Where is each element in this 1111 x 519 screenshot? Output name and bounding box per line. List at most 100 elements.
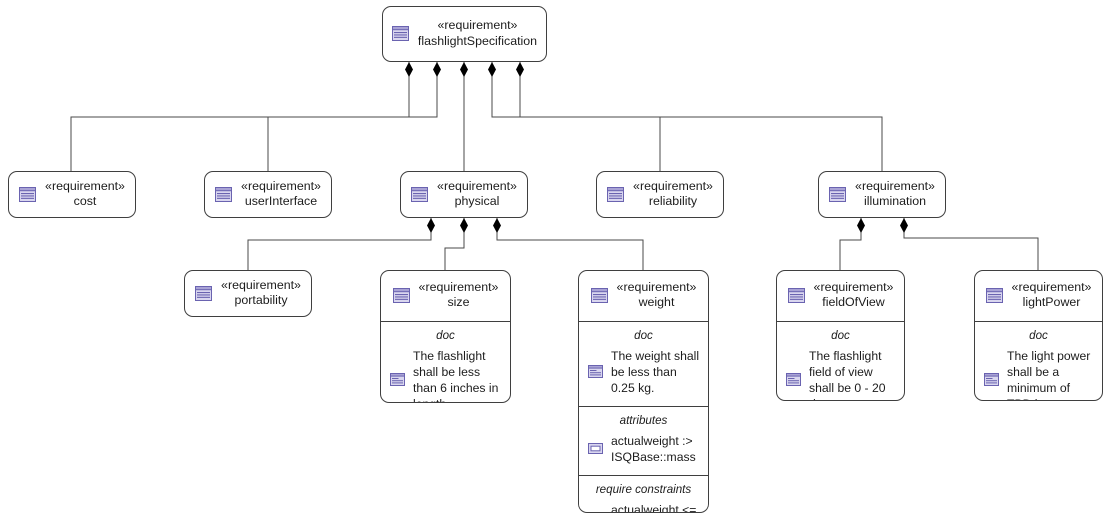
requirement-icon [411,186,429,202]
requirement-icon [19,186,37,202]
edge-root-illumination [519,62,883,171]
doc-compartment: doc The weight shall be less than 0.25 k… [579,320,708,406]
requirement-icon [590,287,608,303]
attribute-icon [588,443,603,455]
doc-text: The weight shall be less than 0.25 kg. [611,348,700,395]
diamond-illumination-lightPower [900,218,908,233]
edge-root-reliability [491,62,661,171]
doc-compartment-label: doc [634,328,653,342]
edge-physical-weight [496,218,644,270]
diamond-root-physical [460,62,468,77]
node-header: «requirement» reliability [597,172,723,217]
diamond-root-userInterface [433,62,441,77]
node-userInterface[interactable]: «requirement» userInterface [204,171,332,218]
node-size[interactable]: «requirement» size doc The flashlight sh… [380,270,511,403]
node-header: «requirement» size [381,271,510,321]
attribute-row: actualweight :> ISQBase::mass [579,433,708,475]
node-flashlightSpecification[interactable]: «requirement» flashlightSpecification [382,6,547,62]
node-stereotype: «requirement» [855,178,935,193]
doc-text: The light power shall be a minimum of TB… [1007,348,1091,401]
requirement-icon [391,26,409,41]
node-header: «requirement» physical [401,172,527,217]
node-name: reliability [648,194,698,208]
constraints-compartment: require constraints actualweight <= 0.25… [579,474,708,513]
doc-icon [984,373,999,387]
node-fieldOfView[interactable]: «requirement» fieldOfView doc The flashl… [776,270,905,401]
node-reliability[interactable]: «requirement» reliability [596,171,724,218]
node-stereotype: «requirement» [1011,280,1092,294]
node-name: flashlightSpecification [417,33,538,48]
constraint-icon [588,511,603,512]
requirement-icon [195,285,213,301]
doc-row: The flashlight shall be less than 6 inch… [381,348,510,403]
node-stereotype: «requirement» [418,280,499,294]
doc-icon [786,373,801,387]
node-name: weight [638,295,675,310]
node-illumination[interactable]: «requirement» illumination [818,171,946,218]
doc-row: The weight shall be less than 0.25 kg. [579,348,708,406]
node-stereotype: «requirement» [437,18,518,33]
node-name: illumination [864,194,926,208]
diamond-physical-portability [427,218,435,233]
node-portability[interactable]: «requirement» portability [184,270,312,317]
attributes-compartment-label: attributes [619,413,668,427]
node-header: «requirement» illumination [819,172,945,217]
node-stereotype: «requirement» [241,178,321,193]
constraint-text: actualweight <= 0.25 [kg] [611,502,697,513]
requirement-icon [215,186,233,202]
doc-icon [588,365,603,379]
attribute-text: actualweight :> ISQBase::mass [611,433,696,464]
node-name: cost [73,194,97,208]
constraints-compartment-label: require constraints [595,482,692,496]
requirement-icon [787,287,805,303]
diamond-illumination-fieldOfView [857,218,865,233]
requirement-icon [829,186,847,202]
edge-physical-portability [247,218,432,270]
node-stereotype: «requirement» [45,178,125,193]
edge-root-userInterface [267,62,438,171]
node-lightPower[interactable]: «requirement» lightPower doc The light p… [974,270,1103,401]
doc-text: The flashlight shall be less than 6 inch… [413,348,499,403]
node-header: «requirement» cost [9,172,135,217]
diamond-root-cost [405,62,413,77]
node-name: fieldOfView [822,295,885,310]
node-stereotype: «requirement» [437,178,517,193]
node-stereotype: «requirement» [633,178,713,193]
node-stereotype: «requirement» [616,280,697,294]
node-cost[interactable]: «requirement» cost [8,171,136,218]
node-name: physical [454,194,500,208]
doc-compartment: doc The flashlight shall be less than 6 … [381,320,510,403]
doc-compartment: doc The flashlight field of view shall b… [777,320,904,401]
diamond-physical-weight [493,218,501,233]
node-weight[interactable]: «requirement» weight doc The weight shal… [578,270,709,513]
node-header: «requirement» portability [185,271,311,316]
node-name: portability [234,293,288,307]
doc-icon [390,373,405,387]
node-name: lightPower [1022,295,1081,310]
diamond-root-reliability [488,62,496,77]
edge-illumination-fieldOfView [839,218,862,270]
edge-physical-size [444,218,465,270]
node-header: «requirement» userInterface [205,172,331,217]
doc-compartment-label: doc [436,328,455,342]
doc-row: The light power shall be a minimum of TB… [975,348,1102,401]
requirement-icon [607,186,625,202]
node-physical[interactable]: «requirement» physical [400,171,528,218]
doc-text: The flashlight field of view shall be 0 … [809,348,886,401]
node-stereotype: «requirement» [221,277,301,292]
node-stereotype: «requirement» [813,280,894,294]
node-name: size [447,295,470,310]
requirement-icon [392,287,410,303]
doc-row: The flashlight field of view shall be 0 … [777,348,904,401]
node-name: userInterface [244,194,318,208]
requirement-icon [985,287,1003,303]
doc-compartment-label: doc [1029,328,1048,342]
node-header: «requirement» weight [579,271,708,321]
doc-compartment: doc The light power shall be a minimum o… [975,320,1102,401]
attributes-compartment: attributes actualweight :> ISQBase::mass [579,405,708,475]
edge-root-cost [70,62,410,171]
diamond-physical-size [460,218,468,233]
doc-compartment-label: doc [831,328,850,342]
